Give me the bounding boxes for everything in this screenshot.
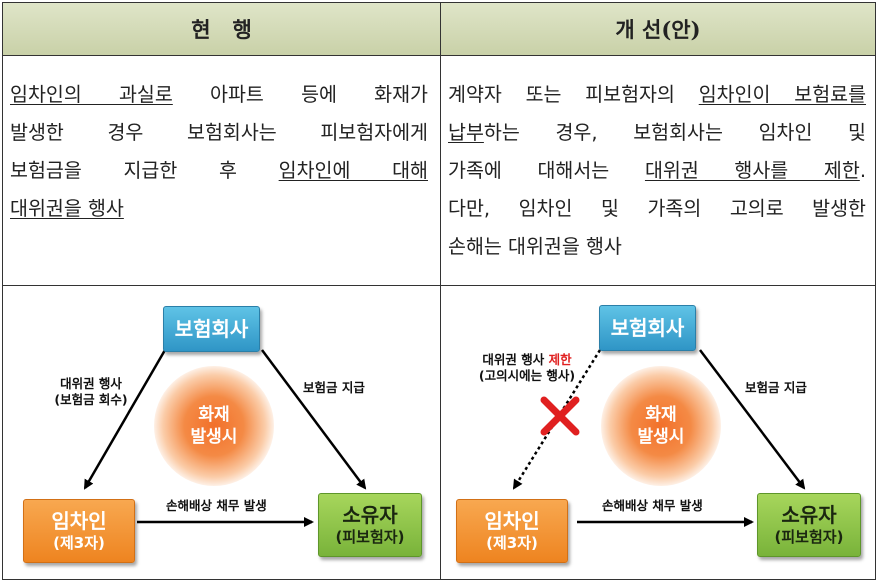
- payment-label-proposed: 보험금 지급: [745, 380, 807, 395]
- proposed-underline-2: 납부: [448, 121, 484, 144]
- subrogation-label-line2: (고의시에는 행사): [478, 368, 576, 383]
- subrogation-label-current: 대위권 행사 (보험금 회수): [46, 376, 136, 408]
- proposed-line-4: 다만, 임차인 및 가족의 고의로 발생한: [448, 197, 866, 220]
- fire-label: 화재: [198, 405, 230, 425]
- owner-label: 소유자: [342, 503, 398, 527]
- owner-box-proposed: 소유자 (피보험자): [757, 493, 861, 557]
- header-proposed: 개 선(안): [441, 3, 875, 55]
- insurer-box-current: 보험회사: [163, 306, 260, 352]
- subrogation-label-line1: 대위권 행사 제한: [466, 352, 588, 368]
- header-proposed-label: 개 선(안): [615, 17, 701, 42]
- cross-mark-icon: [540, 396, 580, 436]
- row-divider-header: [3, 55, 875, 56]
- right-arrow-payment: [699, 349, 806, 490]
- row-divider-diagram: [3, 285, 875, 286]
- payment-label-current: 보험금 지급: [303, 380, 365, 395]
- subrogation-label-proposed: 대위권 행사 제한 (고의시에는 행사): [466, 352, 588, 384]
- fire-label: 화재: [645, 405, 677, 425]
- proposed-description: 계약자 또는 피보험자의 임차인이 보험료를 납부하는 경우, 보험회사는 임차…: [448, 76, 866, 266]
- header-current: 현 행: [3, 3, 440, 55]
- proposed-line-2: 납부하는 경우, 보험회사는 임차인 및: [448, 114, 866, 152]
- header-current-label: 현 행: [191, 17, 252, 42]
- subrogation-label-line1: 대위권 행사: [60, 376, 122, 391]
- fire-event-proposed: 화재 발생시: [601, 366, 721, 486]
- tenant-box-proposed: 임차인 (제3자): [456, 499, 568, 563]
- column-divider: [440, 3, 441, 579]
- owner-box-current: 소유자 (피보험자): [318, 493, 422, 557]
- proposed-line-3-start: 가족에 대해서는: [448, 159, 645, 182]
- liability-label-current: 손해배상 채무 발생: [166, 498, 267, 513]
- tenant-label: 임차인: [484, 509, 540, 533]
- left-arrow-subrogation: [83, 349, 167, 490]
- proposed-line-5: 손해는 대위권을 행사: [448, 235, 622, 258]
- current-line-2: 발생한 경우 보험회사는 피보험자에게: [10, 121, 428, 144]
- current-line-1: 임차인의 과실로 아파트 등에 화재가: [10, 76, 428, 114]
- insurer-label: 보험회사: [610, 316, 685, 340]
- tenant-sublabel: (제3자): [53, 534, 105, 552]
- proposed-line-1: 계약자 또는 피보험자의 임차인이 보험료를: [448, 76, 866, 114]
- proposed-line-1-start: 계약자 또는 피보험자의: [448, 83, 699, 106]
- current-description: 임차인의 과실로 아파트 등에 화재가 발생한 경우 보험회사는 피보험자에게 …: [10, 76, 428, 228]
- proposed-underline-3: 대위권 행사를 제한: [644, 159, 860, 182]
- owner-sublabel: (피보험자): [335, 528, 405, 546]
- insurer-label: 보험회사: [174, 317, 249, 341]
- subrogation-label-text: 대위권 행사: [482, 352, 549, 367]
- proposed-underline-1: 임차인이 보험료를: [698, 83, 867, 106]
- subrogation-label-line2: (보험금 회수): [54, 392, 128, 407]
- current-underline-3: 임차인에 대해: [278, 159, 428, 182]
- fire-label-2: 발생시: [637, 427, 685, 447]
- proposed-line-3: 가족에 대해서는 대위권 행사를 제한.: [448, 152, 866, 190]
- tenant-sublabel: (제3자): [486, 534, 538, 552]
- owner-sublabel: (피보험자): [774, 528, 844, 546]
- left-arrow-payment: [260, 349, 367, 490]
- current-line-3: 보험금을 지급한 후 임차인에 대해: [10, 152, 428, 190]
- current-line-4: 대위권을 행사: [10, 190, 428, 228]
- restriction-label: 제한: [548, 352, 572, 367]
- proposed-line-3-end: .: [859, 159, 867, 182]
- liability-label-proposed: 손해배상 채무 발생: [602, 498, 703, 513]
- fire-event-current: 화재 발생시: [154, 366, 274, 486]
- current-underline-1: 임차인의 과실로: [10, 83, 173, 106]
- tenant-box-current: 임차인 (제3자): [23, 499, 135, 563]
- current-line-3-start: 보험금을 지급한 후: [10, 159, 279, 182]
- current-underline-4: 대위권을 행사: [10, 197, 124, 220]
- proposed-line-2-rest: 하는 경우, 보험회사는 임차인 및: [483, 121, 866, 144]
- fire-label-2: 발생시: [190, 427, 238, 447]
- current-line-1-rest: 아파트 등에 화재가: [172, 83, 428, 106]
- owner-label: 소유자: [781, 503, 837, 527]
- tenant-label: 임차인: [51, 509, 107, 533]
- insurer-box-proposed: 보험회사: [599, 305, 696, 351]
